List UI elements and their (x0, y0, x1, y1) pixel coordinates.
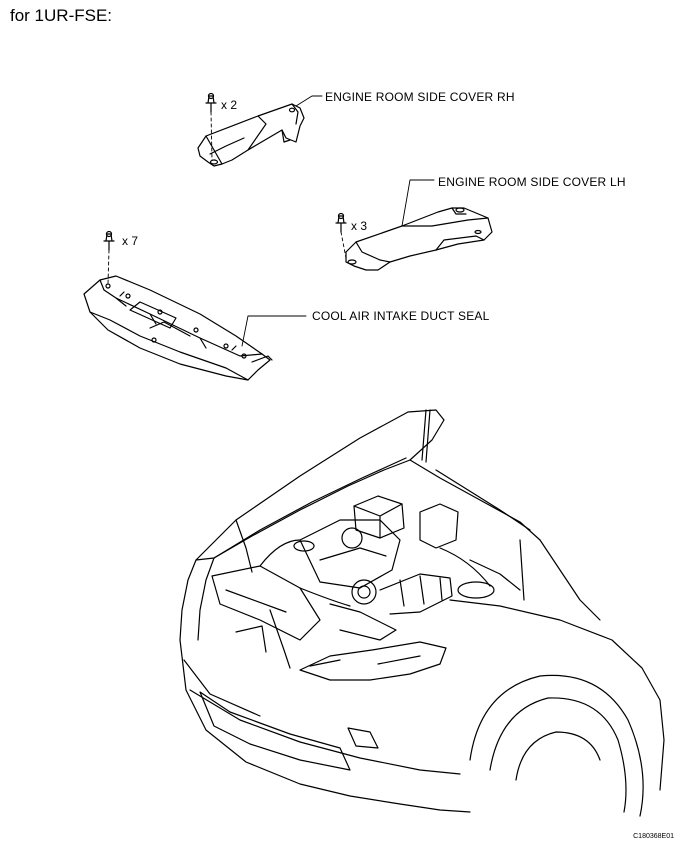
engine-room-side-cover-rh (197, 103, 305, 167)
label-cool-air-intake-duct-seal: COOL AIR INTAKE DUCT SEAL (312, 309, 490, 323)
engine-room-side-cover-lh (345, 207, 493, 271)
quantity-rh-clips: x 2 (221, 98, 238, 112)
clip-icon (335, 212, 347, 233)
clip-icon (103, 230, 115, 251)
label-engine-room-side-cover-rh: ENGINE ROOM SIDE COVER RH (325, 90, 515, 104)
page-title: for 1UR-FSE: (10, 6, 113, 25)
figure-code: C180368E01 (633, 833, 674, 840)
quantity-seal-clips: x 7 (122, 234, 139, 248)
cool-air-intake-duct-seal (83, 275, 273, 381)
vehicle-front-engine-bay (179, 409, 665, 817)
clip-icon (205, 92, 217, 113)
quantity-lh-clips: x 3 (351, 219, 368, 233)
label-engine-room-side-cover-lh: ENGINE ROOM SIDE COVER LH (438, 175, 626, 189)
